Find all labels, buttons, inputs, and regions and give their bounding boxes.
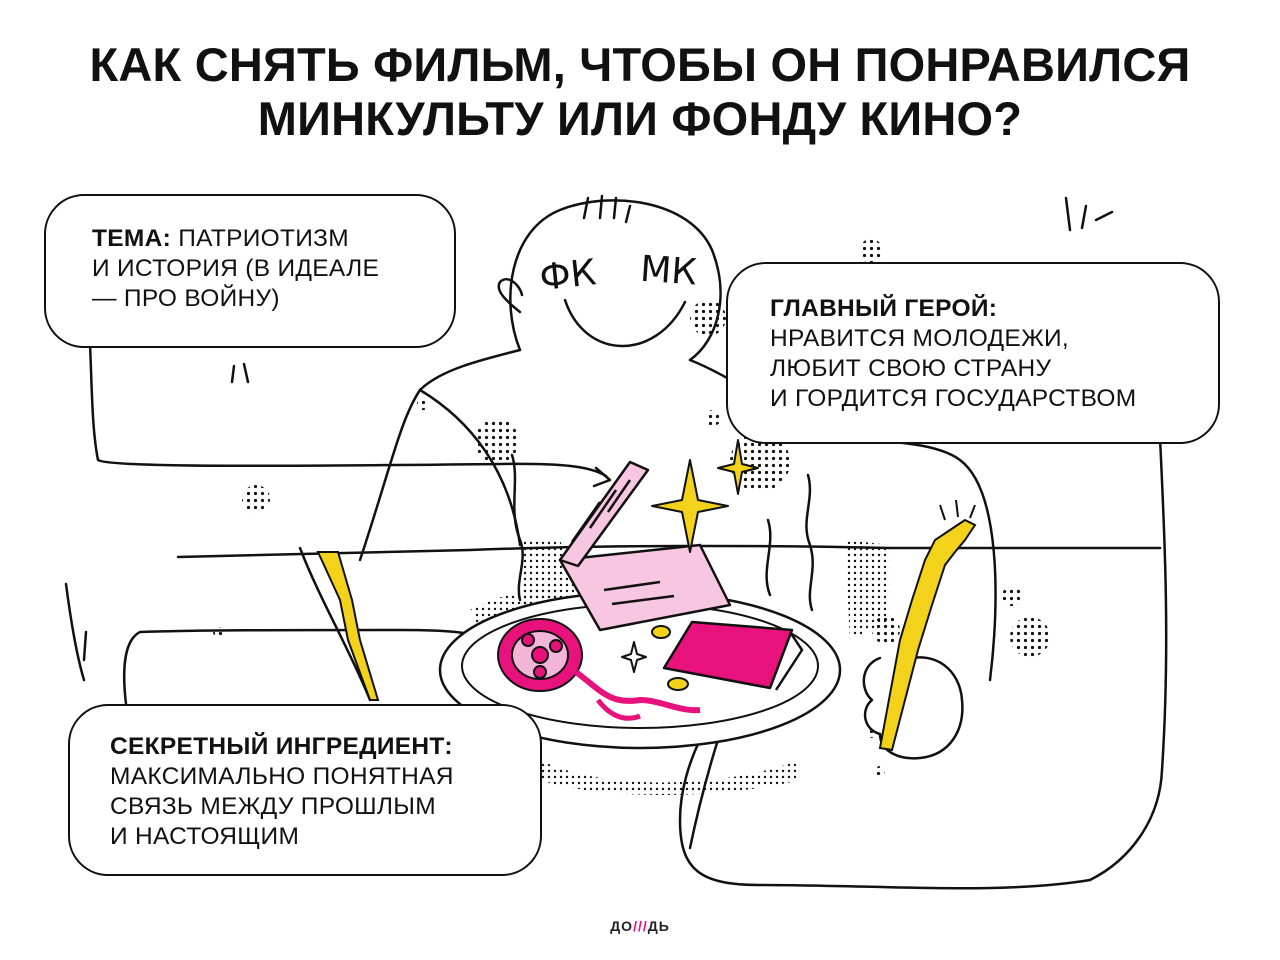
logo-mark: /// <box>633 918 648 934</box>
theme-bubble: ТЕМА: ПАТРИОТИЗМ И ИСТОРИЯ (В ИДЕАЛЕ — П… <box>44 194 456 348</box>
secret-line-1: МАКСИМАЛЬНО ПОНЯТНАЯ <box>110 763 454 790</box>
title-line-1: КАК СНЯТЬ ФИЛЬМ, ЧТОБЫ ОН ПОНРАВИЛСЯ <box>89 38 1191 91</box>
face-letters-left: ФК <box>538 252 599 299</box>
clapperboard-icon <box>558 460 732 632</box>
coin-icon <box>651 625 689 691</box>
theme-line-2: И ИСТОРИЯ (В ИДЕАЛЕ <box>92 255 380 282</box>
fork-icon <box>316 499 977 752</box>
theme-label: ТЕМА: <box>92 225 172 252</box>
theme-line-3: — ПРО ВОЙНУ) <box>92 285 280 312</box>
hero-line-1: НРАВИТСЯ МОЛОДЕЖИ, <box>770 325 1070 352</box>
booklet-icon <box>662 620 804 691</box>
secret-bubble: СЕКРЕТНЫЙ ИНГРЕДИЕНТ: МАКСИМАЛЬНО ПОНЯТН… <box>68 704 542 876</box>
secret-line-2: СВЯЗЬ МЕЖДУ ПРОШЛЫМ <box>110 793 437 820</box>
sparkle-icon <box>621 439 759 673</box>
page-title: КАК СНЯТЬ ФИЛЬМ, ЧТОБЫ ОН ПОНРАВИЛСЯ МИН… <box>0 38 1280 146</box>
face-letters-right: МК <box>639 249 698 294</box>
secret-label: СЕКРЕТНЫЙ ИНГРЕДИЕНТ: <box>110 733 453 760</box>
title-line-2: МИНКУЛЬТУ ИЛИ ФОНДУ КИНО? <box>257 92 1023 145</box>
hero-line-3: И ГОРДИТСЯ ГОСУДАРСТВОМ <box>770 385 1137 412</box>
halftone-shading <box>213 239 1050 795</box>
logo: ДО///ДЬ <box>600 918 680 934</box>
hero-bubble: ГЛАВНЫЙ ГЕРОЙ: НРАВИТСЯ МОЛОДЕЖИ, ЛЮБИТ … <box>726 262 1220 444</box>
logo-left: ДО <box>610 918 634 934</box>
film-reel-icon <box>497 618 701 721</box>
secret-line-3: И НАСТОЯЩИМ <box>110 823 300 850</box>
logo-right: ДЬ <box>647 918 670 934</box>
hero-label: ГЛАВНЫЙ ГЕРОЙ: <box>770 295 998 322</box>
hero-line-2: ЛЮБИТ СВОЮ СТРАНУ <box>770 355 1052 382</box>
theme-line-1: ПАТРИОТИЗМ <box>178 225 349 252</box>
